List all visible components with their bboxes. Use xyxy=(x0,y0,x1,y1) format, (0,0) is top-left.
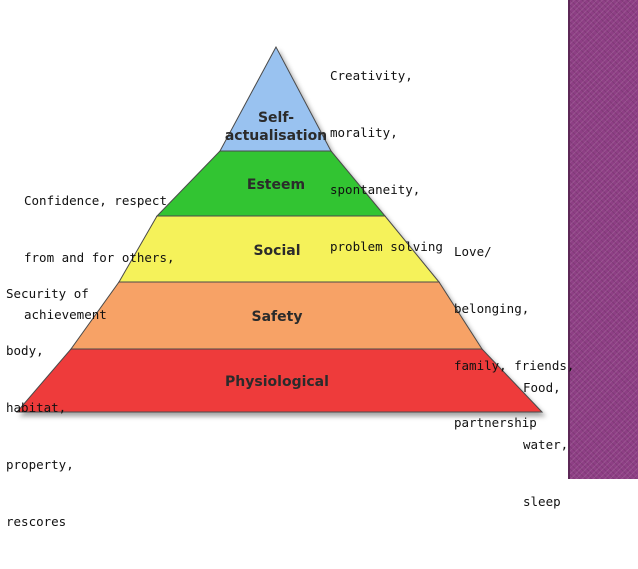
decorative-side-bar xyxy=(568,0,638,479)
side-bar-edge xyxy=(568,0,570,479)
annotation-line: Love/ xyxy=(454,244,492,259)
tier-label-self-actualisation-line2: actualisation xyxy=(225,128,327,144)
annotation-line: achievement xyxy=(24,307,107,322)
annotation-safety: Security of body, habitat, property, res… xyxy=(6,246,89,569)
annotation-physiological: Food, water, sleep xyxy=(523,340,568,549)
annotation-line: Confidence, respect xyxy=(24,193,167,208)
annotation-line: from and for others, xyxy=(24,250,175,265)
tier-label-safety: Safety xyxy=(252,309,303,325)
annotation-line: water, xyxy=(523,437,569,452)
annotation-line: morality, xyxy=(330,125,398,140)
annotation-esteem: Confidence, respect from and for others,… xyxy=(24,153,175,362)
annotation-line: spontaneity, xyxy=(330,182,421,197)
annotation-self-actualisation: Creativity, morality, spontaneity, probl… xyxy=(330,28,443,294)
annotation-line: Security of xyxy=(6,286,89,301)
annotation-line: property, xyxy=(6,457,74,472)
tier-label-esteem: Esteem xyxy=(247,177,305,193)
annotation-line: rescores xyxy=(6,514,67,529)
annotation-social: Love/ belonging, family, friends, partne… xyxy=(454,204,574,470)
annotation-line: problem solving xyxy=(330,239,443,254)
annotation-line: Creativity, xyxy=(330,68,413,83)
annotation-line: family, friends, xyxy=(454,358,575,373)
annotation-line: habitat, xyxy=(6,400,67,415)
tier-physiological xyxy=(15,348,544,413)
maslow-pyramid: Self- actualisation Esteem Social Safety… xyxy=(15,45,544,413)
tier-label-social: Social xyxy=(253,243,300,259)
tier-label-self-actualisation-line1: Self- xyxy=(258,110,294,126)
annotation-line: sleep xyxy=(523,494,561,509)
annotation-line: belonging, xyxy=(454,301,530,316)
annotation-line: partnership xyxy=(454,415,537,430)
slide: Self- actualisation Esteem Social Safety… xyxy=(6,0,638,529)
tier-label-physiological: Physiological xyxy=(225,374,329,390)
annotation-line: Food, xyxy=(523,380,561,395)
annotation-line: body, xyxy=(6,343,44,358)
